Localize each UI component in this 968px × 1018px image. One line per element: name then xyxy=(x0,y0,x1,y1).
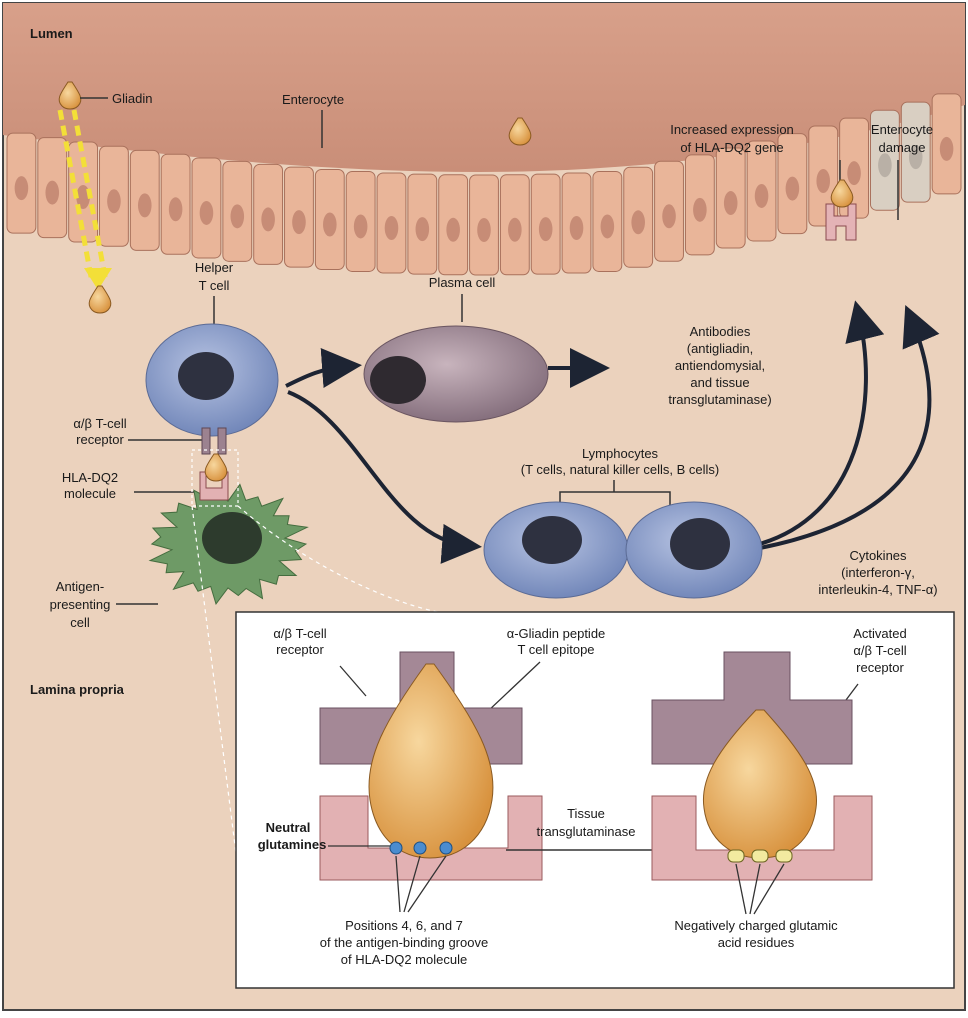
activated-receptor-label-3: receptor xyxy=(856,660,904,675)
enterocyte-nucleus xyxy=(539,217,553,241)
helper-label-2: T cell xyxy=(199,278,230,293)
lymphocyte-nucleus-2 xyxy=(670,518,730,570)
svg-text:and tissue: and tissue xyxy=(690,375,749,390)
gliadin-label: Gliadin xyxy=(112,91,152,106)
transglutaminase-label-1: Tissue xyxy=(567,806,605,821)
enterocyte-nucleus xyxy=(138,193,152,217)
glutamic-acid-icon xyxy=(752,850,768,862)
glutamic-acid-icon xyxy=(776,850,792,862)
enterocyte-nucleus xyxy=(416,217,430,241)
enterocyte-nucleus xyxy=(601,214,615,238)
lymphocyte-nucleus-1 xyxy=(522,516,582,564)
activated-receptor-label-1: Activated xyxy=(853,626,906,641)
tcell-receptor-label-2: receptor xyxy=(76,432,124,447)
lymphocytes-label-2: (T cells, natural killer cells, B cells) xyxy=(521,462,719,477)
svg-text:transglutaminase): transglutaminase) xyxy=(668,392,771,407)
enterocyte-nucleus xyxy=(169,197,183,221)
plasma-cell-nucleus xyxy=(370,356,426,404)
enterocyte-nucleus xyxy=(724,191,738,215)
glutamine-icon xyxy=(414,842,426,854)
gliadin-peptide-label-2: T cell epitope xyxy=(517,642,594,657)
enterocyte-nucleus xyxy=(755,184,769,208)
lumen-label: Lumen xyxy=(30,26,73,41)
enterocyte-damage-label-2: damage xyxy=(879,140,926,155)
apc-label-1: Antigen- xyxy=(56,579,104,594)
neutral-glutamines-label-2: glutamines xyxy=(258,837,327,852)
glutamic-acid-icon xyxy=(728,850,744,862)
positions-label-2: of the antigen-binding groove xyxy=(320,935,488,950)
svg-text:Antibodies: Antibodies xyxy=(690,324,751,339)
enterocyte-label: Enterocyte xyxy=(282,92,344,107)
lymphocytes-label-1: Lymphocytes xyxy=(582,446,659,461)
hla-label-1: HLA-DQ2 xyxy=(62,470,118,485)
enterocyte-nucleus xyxy=(786,177,800,201)
increased-expression-label-1: Increased expression xyxy=(670,122,794,137)
neutral-glutamines-label-1: Neutral xyxy=(266,820,311,835)
positions-label-3: of HLA-DQ2 molecule xyxy=(341,952,467,967)
glutamic-label-1: Negatively charged glutamic xyxy=(674,918,838,933)
lamina-propria-label: Lamina propria xyxy=(30,682,125,697)
enterocyte-nucleus xyxy=(107,189,121,213)
enterocyte-nucleus xyxy=(878,153,892,177)
positions-label-1: Positions 4, 6, and 7 xyxy=(345,918,463,933)
enterocyte-nucleus xyxy=(816,169,830,193)
enterocyte-nucleus xyxy=(570,216,584,240)
glutamic-label-2: acid residues xyxy=(718,935,795,950)
enterocyte-nucleus xyxy=(508,218,522,242)
glutamine-icon xyxy=(440,842,452,854)
transglutaminase-label-2: transglutaminase xyxy=(537,824,636,839)
enterocyte-nucleus xyxy=(847,161,861,185)
inset-receptor-label-2: receptor xyxy=(276,642,324,657)
enterocyte-nucleus xyxy=(693,198,707,222)
enterocyte-damage-label-1: Enterocyte xyxy=(871,122,933,137)
enterocyte-nucleus xyxy=(354,214,368,238)
svg-text:(antigliadin,: (antigliadin, xyxy=(687,341,754,356)
enterocyte-nucleus xyxy=(940,137,954,161)
hla-label-2: molecule xyxy=(64,486,116,501)
inset-receptor-label-1: α/β T-cell xyxy=(273,626,326,641)
increased-expression-label-2: of HLA-DQ2 gene xyxy=(680,140,783,155)
svg-text:antiendomysial,: antiendomysial, xyxy=(675,358,765,373)
gliadin-peptide-label-1: α-Gliadin peptide xyxy=(507,626,606,641)
helper-label-1: Helper xyxy=(195,260,234,275)
enterocyte-nucleus xyxy=(323,212,337,236)
enterocyte-nucleus xyxy=(200,201,214,225)
cytokines-label-2: (interferon-γ, xyxy=(841,565,915,580)
enterocyte-nucleus xyxy=(477,218,491,242)
tcell-receptor-label-1: α/β T-cell xyxy=(73,416,126,431)
enterocyte-nucleus xyxy=(662,204,676,228)
enterocyte-nucleus xyxy=(631,210,645,234)
enterocyte-nucleus xyxy=(45,181,59,205)
apc-label-3: cell xyxy=(70,615,90,630)
plasma-cell-label: Plasma cell xyxy=(429,275,496,290)
cytokines-label-1: Cytokines xyxy=(849,548,907,563)
helper-t-cell-nucleus xyxy=(178,352,234,400)
apc-nucleus xyxy=(202,512,262,564)
enterocyte-nucleus xyxy=(385,216,399,240)
cytokines-label-3: interleukin-4, TNF-α) xyxy=(818,582,937,597)
activated-receptor-label-2: α/β T-cell xyxy=(853,643,906,658)
enterocyte-nucleus xyxy=(15,176,29,200)
enterocyte-nucleus xyxy=(446,218,460,242)
enterocyte-nucleus xyxy=(231,204,245,228)
apc-label-2: presenting xyxy=(50,597,111,612)
glutamine-icon xyxy=(390,842,402,854)
enterocyte-nucleus xyxy=(292,210,306,234)
enterocyte-nucleus xyxy=(261,207,275,231)
